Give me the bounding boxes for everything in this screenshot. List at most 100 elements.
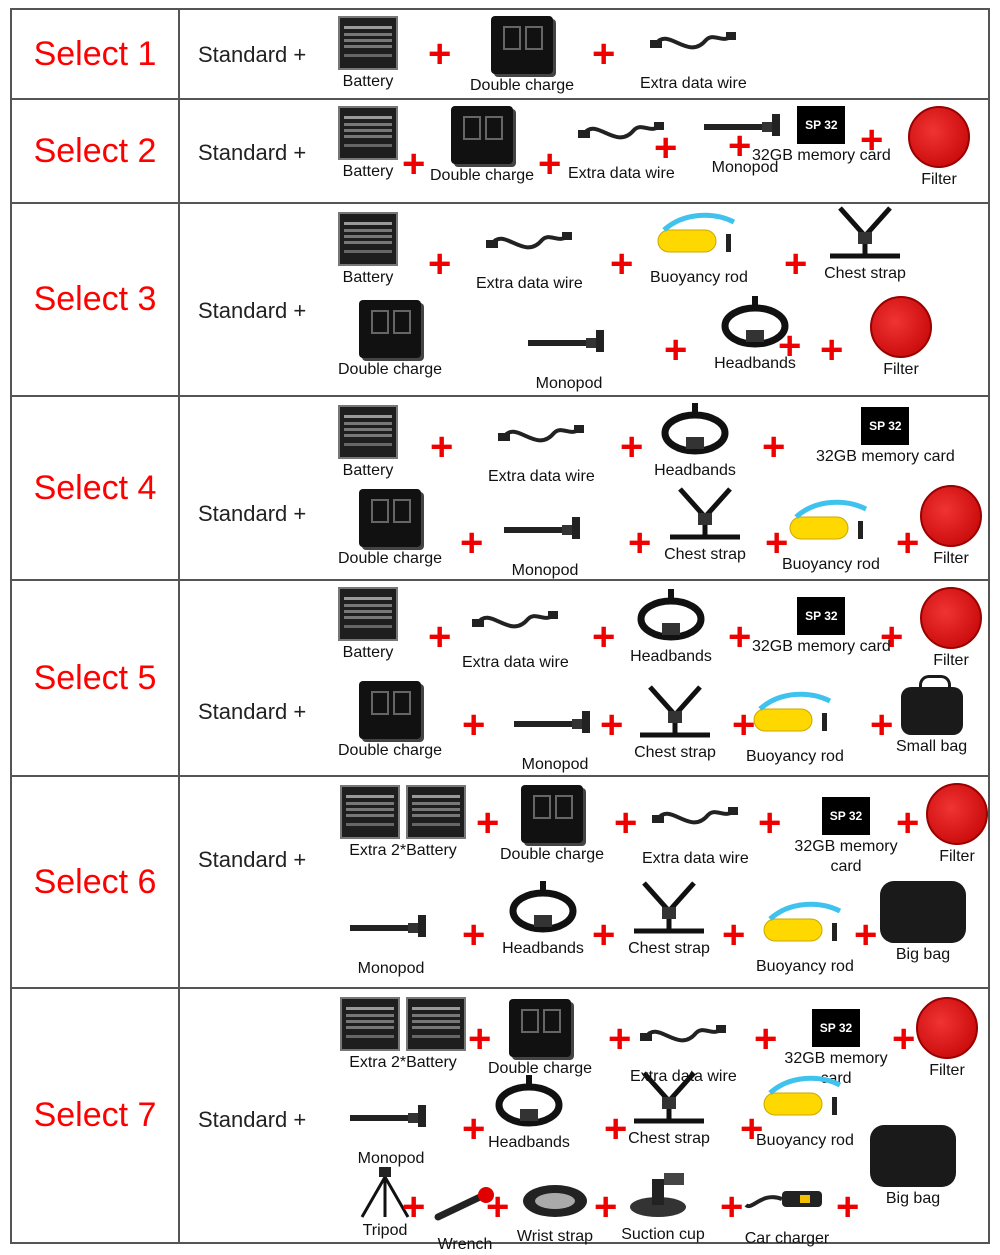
plus-sign: +: [486, 1185, 510, 1229]
plus-sign: +: [460, 521, 484, 565]
plus-sign: +: [664, 328, 688, 372]
accessory-label: Wrench: [437, 1236, 493, 1253]
accessory-item: Extra data wire: [640, 16, 747, 94]
data-wire-icon: [638, 1009, 728, 1065]
plus-sign: +: [892, 1017, 916, 1061]
plus-sign: +: [428, 615, 452, 659]
plus-sign: +: [720, 1185, 744, 1229]
plus-sign: +: [462, 1107, 486, 1151]
charger-icon: [491, 16, 554, 74]
accessory-item: Headbands: [650, 403, 740, 481]
battery-icon: [338, 405, 398, 459]
accessory-label: Monopod: [711, 159, 779, 176]
monopod-icon: [346, 1091, 436, 1147]
plus-sign: +: [870, 703, 894, 747]
accessory-label: Monopod: [521, 756, 589, 773]
battery-icon: [340, 997, 400, 1051]
data-wire-icon: [648, 16, 738, 72]
big-bag-icon: [870, 1125, 956, 1187]
plus-sign: +: [476, 801, 500, 845]
plus-sign: +: [428, 32, 452, 76]
accessory-item: Monopod: [510, 697, 600, 775]
accessory-label: Extra data wire: [462, 654, 569, 671]
select-2-label: Select 2: [33, 131, 157, 170]
accessory-item: Double charge: [470, 16, 574, 96]
filter-icon: [870, 296, 932, 358]
accessory-label: Car charger: [744, 1230, 830, 1247]
accessory-item: Filter: [920, 587, 982, 671]
accessory-item: Monopod: [346, 1091, 436, 1169]
accessory-label: Filter: [883, 361, 919, 378]
accessory-item: Monopod: [700, 100, 790, 178]
accessory-item: Battery: [338, 587, 398, 663]
accessory-label: Double charge: [430, 167, 535, 184]
charger-icon: [359, 300, 422, 358]
battery-icon: [340, 785, 466, 839]
headbands-icon: [484, 1075, 574, 1131]
accessory-label: Extra data wire: [476, 275, 583, 292]
battery-icon: [340, 785, 400, 839]
memory-card-icon: SP 32: [797, 597, 846, 635]
accessory-label: Double charge: [488, 1060, 593, 1077]
memory-card-icon: SP 32: [797, 106, 846, 144]
select-5-cell: Select 5: [10, 579, 180, 777]
buoyancy-rod-icon: [750, 689, 840, 745]
accessory-item: Chest strap: [624, 1071, 714, 1149]
plus-sign: +: [608, 1017, 632, 1061]
chest-strap-icon: [624, 881, 714, 937]
plus-sign: +: [592, 913, 616, 957]
plus-sign: +: [462, 913, 486, 957]
accessory-item: Chest strap: [630, 685, 720, 763]
plus-sign: +: [402, 142, 426, 186]
accessory-item: Tripod: [340, 1163, 430, 1241]
accessory-item: Chest strap: [820, 206, 910, 284]
memory-card-icon: SP 32: [861, 407, 910, 445]
car-charger-icon: [742, 1171, 832, 1227]
tripod-icon: [340, 1163, 430, 1219]
accessory-item: Extra 2*Battery: [340, 785, 466, 861]
accessory-label: Filter: [933, 652, 969, 669]
accessory-label: Headbands: [488, 1134, 570, 1151]
chest-strap-icon: [820, 206, 910, 262]
buoyancy-rod-icon: [760, 899, 850, 955]
plus-sign: +: [754, 1017, 778, 1061]
charger-icon: [509, 999, 572, 1057]
accessory-label: Small bag: [896, 738, 968, 755]
accessory-item: Headbands: [626, 589, 716, 667]
accessory-item: Headbands: [498, 881, 588, 959]
plus-sign: +: [538, 142, 562, 186]
charger-icon: [359, 681, 422, 739]
standard-label: Standard +: [198, 298, 307, 323]
accessory-label: Chest strap: [628, 1130, 710, 1147]
data-wire-icon: [484, 216, 574, 272]
accessory-label: Double charge: [338, 742, 443, 759]
monopod-icon: [510, 697, 600, 753]
accessory-item: Filter: [870, 296, 932, 380]
accessory-item: Battery: [338, 106, 398, 182]
accessory-label: Extra data wire: [630, 1068, 737, 1085]
headbands-icon: [710, 296, 800, 352]
monopod-icon: [500, 503, 590, 559]
monopod-icon: [346, 901, 436, 957]
select-3-label: Select 3: [33, 280, 157, 318]
plus-sign: +: [778, 324, 802, 368]
plus-sign: +: [592, 615, 616, 659]
accessory-item: Chest strap: [660, 487, 750, 565]
charger-icon: [521, 785, 584, 843]
accessory-item: Double charge: [500, 785, 604, 865]
filter-icon: [926, 783, 988, 845]
accessory-item: Buoyancy rod: [756, 899, 854, 977]
accessory-label: Filter: [929, 1062, 965, 1079]
small-bag-icon: [900, 675, 963, 735]
select-7-cell: Select 7: [10, 987, 180, 1244]
plus-sign: +: [592, 32, 616, 76]
buoyancy-rod-icon: [786, 497, 876, 553]
accessory-label: Buoyancy rod: [756, 1132, 854, 1149]
plus-sign: +: [880, 615, 904, 659]
